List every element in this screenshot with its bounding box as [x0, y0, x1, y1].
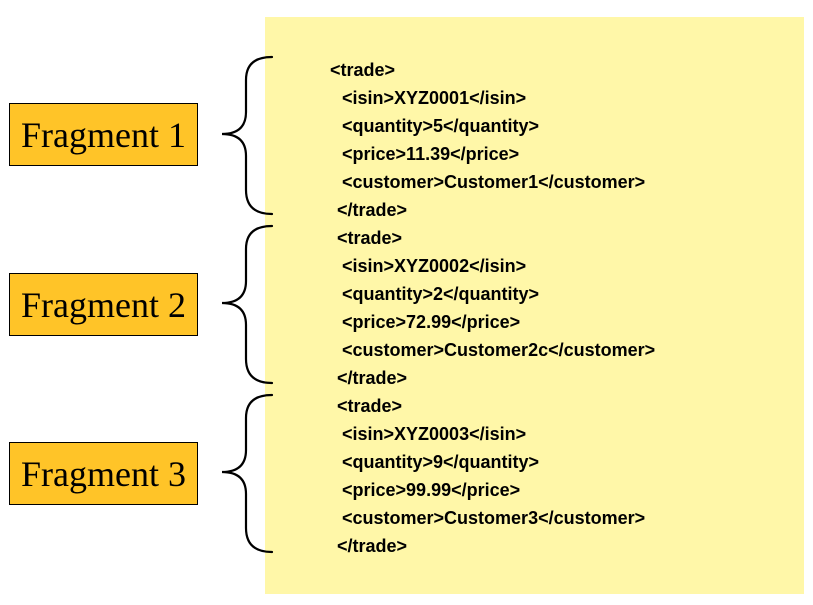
fragment-2-code-line: </trade>: [337, 368, 408, 388]
fragment-3-code-line: <price>99.99</price>: [332, 480, 521, 500]
fragment-1-code-line: <isin>XYZ0001</isin>: [332, 88, 527, 108]
fragment-3-code-line: </trade>: [337, 536, 408, 556]
fragment-2-code-line: <isin>XYZ0002</isin>: [332, 256, 527, 276]
fragment-3-code-line: <isin>XYZ0003</isin>: [332, 424, 527, 444]
xml-panel: [265, 17, 804, 594]
fragment-3-label: Fragment 3: [9, 442, 198, 505]
fragment-3-code-line: <quantity>9</quantity>: [332, 452, 540, 472]
fragment-2-code-line: <customer>Customer2c</customer>: [332, 340, 656, 360]
fragment-1-code-line: <quantity>5</quantity>: [332, 116, 540, 136]
fragment-1-code-line: </trade>: [337, 200, 408, 220]
fragment-2-code-line: <trade>: [337, 228, 403, 248]
fragment-2-label: Fragment 2: [9, 273, 198, 336]
fragment-1-code-line: <customer>Customer1</customer>: [332, 172, 646, 192]
fragment-3-code-line: <customer>Customer3</customer>: [332, 508, 646, 528]
fragment-1-label: Fragment 1: [9, 103, 198, 166]
fragment-2-code-line: <price>72.99</price>: [332, 312, 521, 332]
fragment-1-code-line: <price>11.39</price>: [332, 144, 520, 164]
fragment-3-code-line: <trade>: [337, 396, 403, 416]
fragment-1-code-line: <trade>: [330, 60, 396, 80]
fragment-2-code-line: <quantity>2</quantity>: [332, 284, 540, 304]
